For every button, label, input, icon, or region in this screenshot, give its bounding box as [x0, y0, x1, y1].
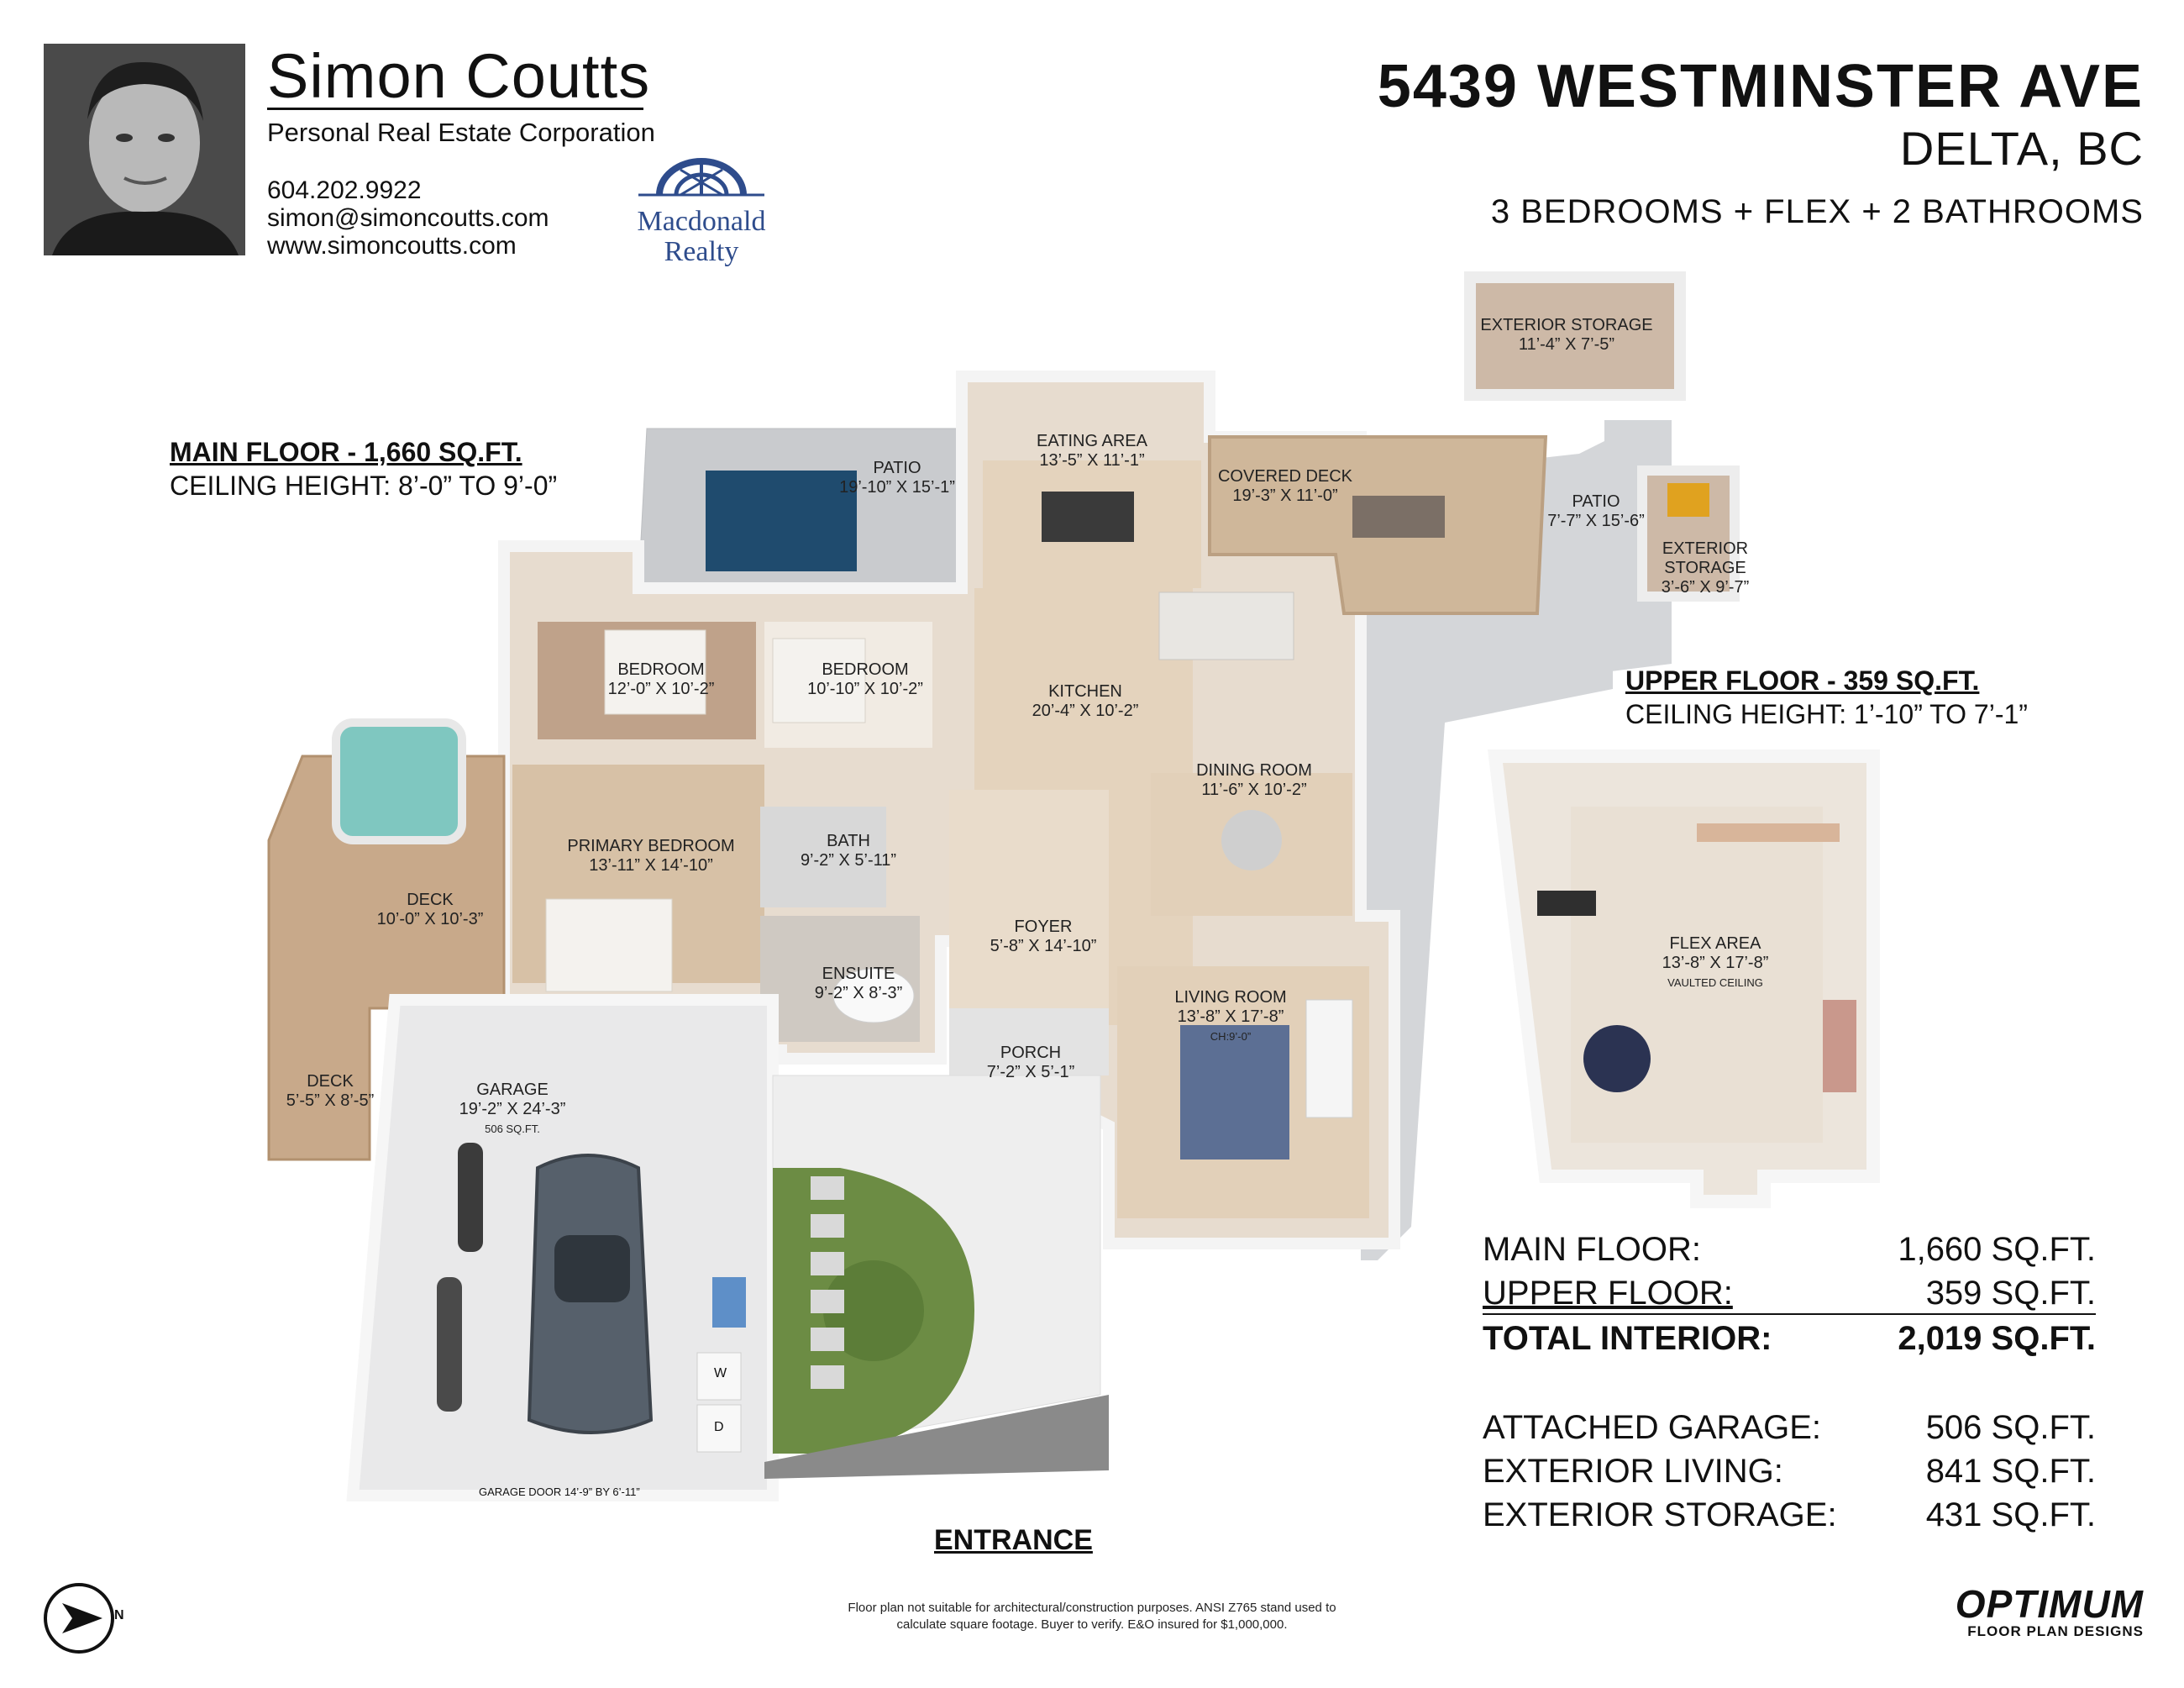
bath-floor — [760, 807, 886, 907]
agent-photo — [44, 44, 245, 255]
dining-table — [1221, 810, 1282, 870]
company-wordmark: OPTIMUM — [1955, 1582, 2144, 1626]
agent-contact: 604.202.9922 simon@simoncoutts.com www.s… — [267, 176, 549, 260]
summary-row-total-interior: TOTAL INTERIOR:2,019 SQ.FT. — [1483, 1320, 2096, 1357]
company-tagline: FLOOR PLAN DESIGNS — [1967, 1623, 2144, 1639]
agent-email[interactable]: simon@simoncoutts.com — [267, 204, 549, 232]
brokerage-name-1: Macdonald — [637, 206, 766, 237]
deck-table — [1352, 496, 1445, 538]
stepping-stone-2 — [811, 1214, 844, 1238]
main-floor-ceiling: CEILING HEIGHT: 8’-0” TO 9’-0” — [170, 471, 558, 501]
hot-tub — [332, 718, 466, 844]
living-rug — [1180, 1025, 1289, 1160]
brokerage-logo: Macdonald Realty — [630, 156, 773, 267]
laundry-sink — [712, 1277, 746, 1328]
disclaimer-line-2: calculate square footage. Buyer to verif… — [896, 1617, 1288, 1632]
summary-row-exterior-storage: EXTERIOR STORAGE:431 SQ.FT. — [1483, 1496, 2096, 1533]
exterior-storage-top — [1464, 271, 1686, 401]
bedroom2-bed — [772, 638, 866, 723]
patio-sofa — [706, 471, 857, 571]
washer-label: W — [714, 1366, 727, 1380]
stepping-stone-5 — [811, 1328, 844, 1351]
side-walkway — [1361, 437, 1613, 1260]
entrance-label: ENTRANCE — [934, 1524, 1093, 1556]
disclaimer: Floor plan not suitable for architectura… — [806, 1600, 1378, 1633]
bedroom1-bed — [604, 629, 706, 715]
garage-door-label: GARAGE DOOR 14’-9” BY 6’-11” — [479, 1486, 640, 1498]
front-wall — [764, 1395, 1109, 1479]
stepping-stone-4 — [811, 1290, 844, 1313]
agent-phone: 604.202.9922 — [267, 176, 422, 204]
upper-floor-ceiling: CEILING HEIGHT: 1’-10” TO 7’-1” — [1625, 699, 2028, 729]
ensuite-tub — [832, 968, 915, 1023]
drum-kit — [1583, 1025, 1651, 1092]
motorcycle-1 — [458, 1143, 483, 1252]
property-address: 5439 WESTMINSTER AVE — [1377, 53, 2144, 120]
washer — [696, 1352, 742, 1401]
desk — [1823, 1000, 1856, 1092]
dryer-label: D — [714, 1420, 724, 1434]
summary-row-attached-garage: ATTACHED GARAGE:506 SQ.FT. — [1483, 1409, 2096, 1446]
summary-row-exterior-living: EXTERIOR LIVING:841 SQ.FT. — [1483, 1453, 2096, 1490]
car-windshield — [554, 1235, 630, 1302]
tree — [823, 1260, 924, 1361]
disclaimer-line-1: Floor plan not suitable for architectura… — [848, 1601, 1336, 1615]
agent-name-underline — [267, 108, 643, 110]
upper-floor-title: UPPER FLOOR - 359 SQ.FT. — [1625, 665, 1980, 696]
stepping-stone-6 — [811, 1365, 844, 1389]
compass: N — [44, 1578, 124, 1659]
living-sofa — [1305, 999, 1353, 1118]
foyer-floor — [949, 790, 1109, 1008]
main-floor-title: MAIN FLOOR - 1,660 SQ.FT. — [170, 437, 522, 467]
compass-label: N — [114, 1608, 124, 1622]
porch-floor — [949, 1008, 1109, 1075]
agent-corporation: Personal Real Estate Corporation — [267, 118, 655, 147]
storage-bin — [1667, 483, 1709, 517]
exterior-storage-right — [1637, 465, 1740, 602]
agent-website[interactable]: www.simoncoutts.com — [267, 232, 517, 260]
property-summary: 3 BEDROOMS + FLEX + 2 BATHROOMS — [1490, 193, 2144, 230]
primary-bed — [545, 898, 673, 992]
bookshelf — [1697, 823, 1840, 842]
dryer — [696, 1404, 742, 1453]
side-deck — [267, 755, 506, 1161]
eating-table — [1042, 492, 1134, 542]
stepping-stone-1 — [811, 1176, 844, 1200]
company-logo: OPTIMUM FLOOR PLAN DESIGNS — [1949, 1585, 2144, 1640]
brokerage-name-2: Realty — [664, 236, 739, 267]
agent-name: Simon Coutts — [267, 41, 651, 111]
brokerage-emblem-icon — [638, 158, 764, 197]
summary-row-upper-floor: UPPER FLOOR:359 SQ.FT. — [1483, 1275, 2096, 1312]
stepping-stone-3 — [811, 1252, 844, 1275]
kitchen-island — [1158, 592, 1294, 660]
gym-bench — [1537, 891, 1596, 916]
property-city: DELTA, BC — [1899, 122, 2144, 175]
motorcycle-2 — [437, 1277, 462, 1412]
summary-row-main-floor: MAIN FLOOR:1,660 SQ.FT. — [1483, 1231, 2096, 1268]
compass-north-icon — [44, 1583, 114, 1654]
summary-divider — [1483, 1313, 2096, 1315]
